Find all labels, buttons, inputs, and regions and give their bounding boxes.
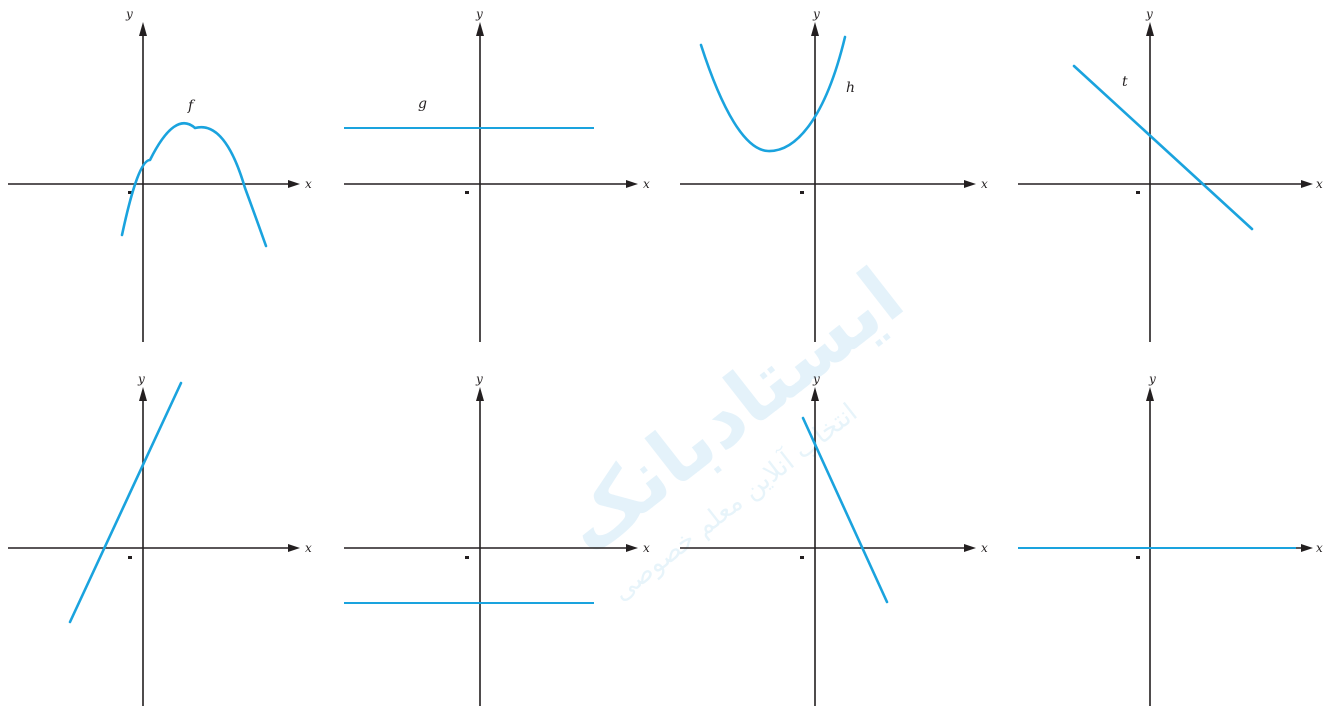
curve-steep-decreasing-line — [801, 416, 889, 604]
y-axis-arrow-icon — [139, 22, 147, 36]
panel-g: x y g — [344, 7, 650, 342]
y-axis-arrow-icon — [1146, 387, 1154, 401]
panel-f: x y f — [8, 7, 312, 342]
y-axis-label: y — [475, 372, 483, 386]
watermark-main: ایستادبانک — [546, 251, 920, 571]
y-axis-label: y — [812, 372, 820, 386]
x-axis-arrow-icon — [626, 544, 638, 552]
x-axis-arrow-icon — [1301, 180, 1313, 188]
origin-mark — [465, 191, 469, 194]
x-axis-label: x — [305, 541, 312, 555]
function-label-t: t — [1122, 74, 1128, 90]
origin-mark — [800, 556, 804, 559]
y-axis-label: y — [812, 7, 820, 21]
x-axis-label: x — [643, 541, 650, 555]
x-axis-arrow-icon — [964, 180, 976, 188]
y-axis-arrow-icon — [811, 22, 819, 36]
origin-mark — [128, 191, 132, 194]
panel-5: x y — [8, 372, 312, 706]
curve-t — [1072, 64, 1254, 231]
y-axis-arrow-icon — [811, 387, 819, 401]
function-label-f: f — [187, 98, 196, 114]
origin-mark — [465, 556, 469, 559]
x-axis-label: x — [1316, 177, 1323, 191]
panel-t: x y t — [1018, 7, 1323, 342]
origin-mark — [128, 556, 132, 559]
x-axis-label: x — [981, 541, 988, 555]
function-label-g: g — [418, 96, 427, 112]
x-axis-label: x — [643, 177, 650, 191]
x-axis-arrow-icon — [964, 544, 976, 552]
y-axis-arrow-icon — [139, 387, 147, 401]
x-axis-arrow-icon — [288, 180, 300, 188]
y-axis-label: y — [1148, 372, 1156, 386]
origin-mark — [1136, 556, 1140, 559]
panel-6: x y — [344, 372, 650, 706]
origin-mark — [1136, 191, 1140, 194]
y-axis-label: y — [1145, 7, 1153, 21]
x-axis-arrow-icon — [626, 180, 638, 188]
x-axis-label: x — [981, 177, 988, 191]
y-axis-arrow-icon — [476, 387, 484, 401]
curve-increasing-line — [68, 381, 183, 624]
x-axis-arrow-icon — [1301, 544, 1313, 552]
x-axis-arrow-icon — [288, 544, 300, 552]
panel-h: x y h — [680, 7, 988, 342]
panel-7: x y — [680, 372, 988, 706]
curve-h — [699, 35, 847, 153]
curve-f — [120, 122, 268, 248]
y-axis-arrow-icon — [1146, 22, 1154, 36]
y-axis-label: y — [475, 7, 483, 21]
x-axis-label: x — [1316, 541, 1323, 555]
y-axis-label: y — [137, 372, 145, 386]
function-label-h: h — [846, 80, 855, 96]
x-axis-label: x — [305, 177, 312, 191]
y-axis-arrow-icon — [476, 22, 484, 36]
origin-mark — [800, 191, 804, 194]
panel-8: x y — [1018, 372, 1323, 706]
y-axis-label: y — [125, 7, 133, 21]
